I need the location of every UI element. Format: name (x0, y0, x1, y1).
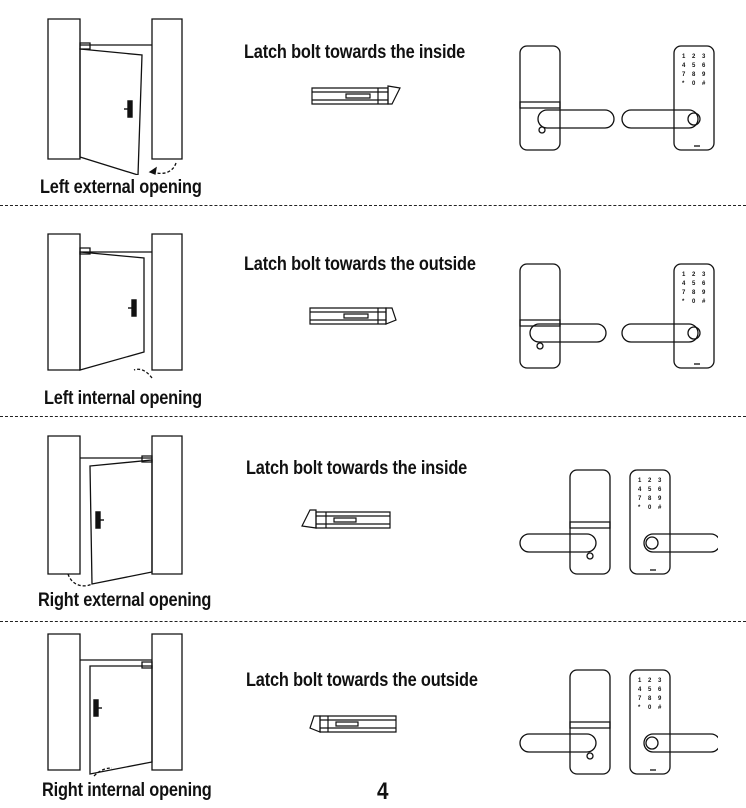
keypad-key: 2 (692, 272, 696, 278)
latch-label: Latch bolt towards the outside (246, 670, 478, 691)
smart-lock-icon: 1 2 3 4 5 6 7 8 9 * 0 # (518, 260, 718, 372)
keypad-key: 3 (658, 678, 662, 684)
keypad-key: 9 (702, 290, 706, 296)
latch-label: Latch bolt towards the inside (244, 42, 466, 63)
section-divider (0, 621, 746, 622)
keypad-key: 8 (648, 696, 652, 702)
keypad-key: 8 (692, 290, 696, 296)
section-divider (0, 416, 746, 417)
keypad-key: 1 (682, 272, 686, 278)
keypad-key: 9 (658, 696, 662, 702)
opening-caption: Left external opening (40, 177, 202, 198)
keypad-key: 0 (692, 81, 696, 87)
keypad-key: 4 (682, 63, 686, 69)
keypad-key: 9 (658, 496, 662, 502)
page-number: 4 (377, 778, 389, 805)
keypad-key: # (702, 81, 706, 87)
section-left-external: Left external opening Latch bolt towards… (0, 0, 746, 205)
latch-bolt-icon (298, 506, 398, 536)
keypad-key: 6 (658, 687, 662, 693)
keypad-key: # (658, 505, 662, 511)
smart-lock-icon: 1 2 3 4 5 6 7 8 9 * 0 # (518, 42, 718, 154)
keypad-key: 0 (648, 705, 652, 711)
keypad-key: 3 (658, 478, 662, 484)
latch-bolt-icon (308, 82, 408, 112)
keypad-key: 5 (648, 687, 652, 693)
keypad-key: # (658, 705, 662, 711)
latch-label: Latch bolt towards the inside (246, 458, 468, 479)
section-right-internal: Right internal opening Latch bolt toward… (0, 624, 746, 808)
keypad-key: 5 (692, 63, 696, 69)
section-left-internal: Left internal opening Latch bolt towards… (0, 210, 746, 415)
keypad-key: 6 (702, 281, 706, 287)
keypad-key: 1 (682, 54, 686, 60)
keypad-key: 4 (682, 281, 686, 287)
keypad-key: 1 (638, 678, 642, 684)
door-diagram-icon (40, 15, 190, 175)
opening-caption: Left internal opening (44, 388, 202, 409)
latch-label: Latch bolt towards the outside (244, 254, 476, 275)
keypad-key: * (638, 705, 641, 711)
keypad-key: 6 (658, 487, 662, 493)
keypad-key: 8 (692, 72, 696, 78)
keypad-key: 4 (638, 487, 642, 493)
opening-caption: Right internal opening (42, 780, 212, 801)
keypad-key: * (682, 81, 685, 87)
keypad-key: 7 (638, 496, 642, 502)
keypad-key: 1 (638, 478, 642, 484)
keypad-key: 7 (638, 696, 642, 702)
keypad-key: 7 (682, 72, 686, 78)
keypad-key: # (702, 299, 706, 305)
section-divider (0, 205, 746, 206)
keypad-key: 0 (648, 505, 652, 511)
keypad-key: * (682, 299, 685, 305)
latch-bolt-icon (304, 302, 404, 332)
section-right-external: Right external opening Latch bolt toward… (0, 420, 746, 620)
smart-lock-icon: 1 2 3 4 5 6 7 8 9 * 0 # (518, 466, 718, 578)
keypad-key: 3 (702, 54, 706, 60)
keypad-key: 2 (648, 478, 652, 484)
keypad-key: 7 (682, 290, 686, 296)
keypad-key: 3 (702, 272, 706, 278)
keypad-key: 4 (638, 687, 642, 693)
latch-bolt-icon (302, 710, 402, 740)
door-diagram-icon (40, 630, 190, 790)
keypad-key: 9 (702, 72, 706, 78)
keypad-key: 5 (648, 487, 652, 493)
keypad-key: 6 (702, 63, 706, 69)
keypad-key: 5 (692, 281, 696, 287)
door-diagram-icon (40, 432, 190, 592)
keypad-key: 2 (648, 678, 652, 684)
keypad-key: 0 (692, 299, 696, 305)
keypad-key: 2 (692, 54, 696, 60)
door-diagram-icon (40, 230, 190, 390)
smart-lock-icon: 1 2 3 4 5 6 7 8 9 * 0 # (518, 666, 718, 778)
keypad-key: * (638, 505, 641, 511)
keypad-key: 8 (648, 496, 652, 502)
opening-caption: Right external opening (38, 590, 212, 611)
